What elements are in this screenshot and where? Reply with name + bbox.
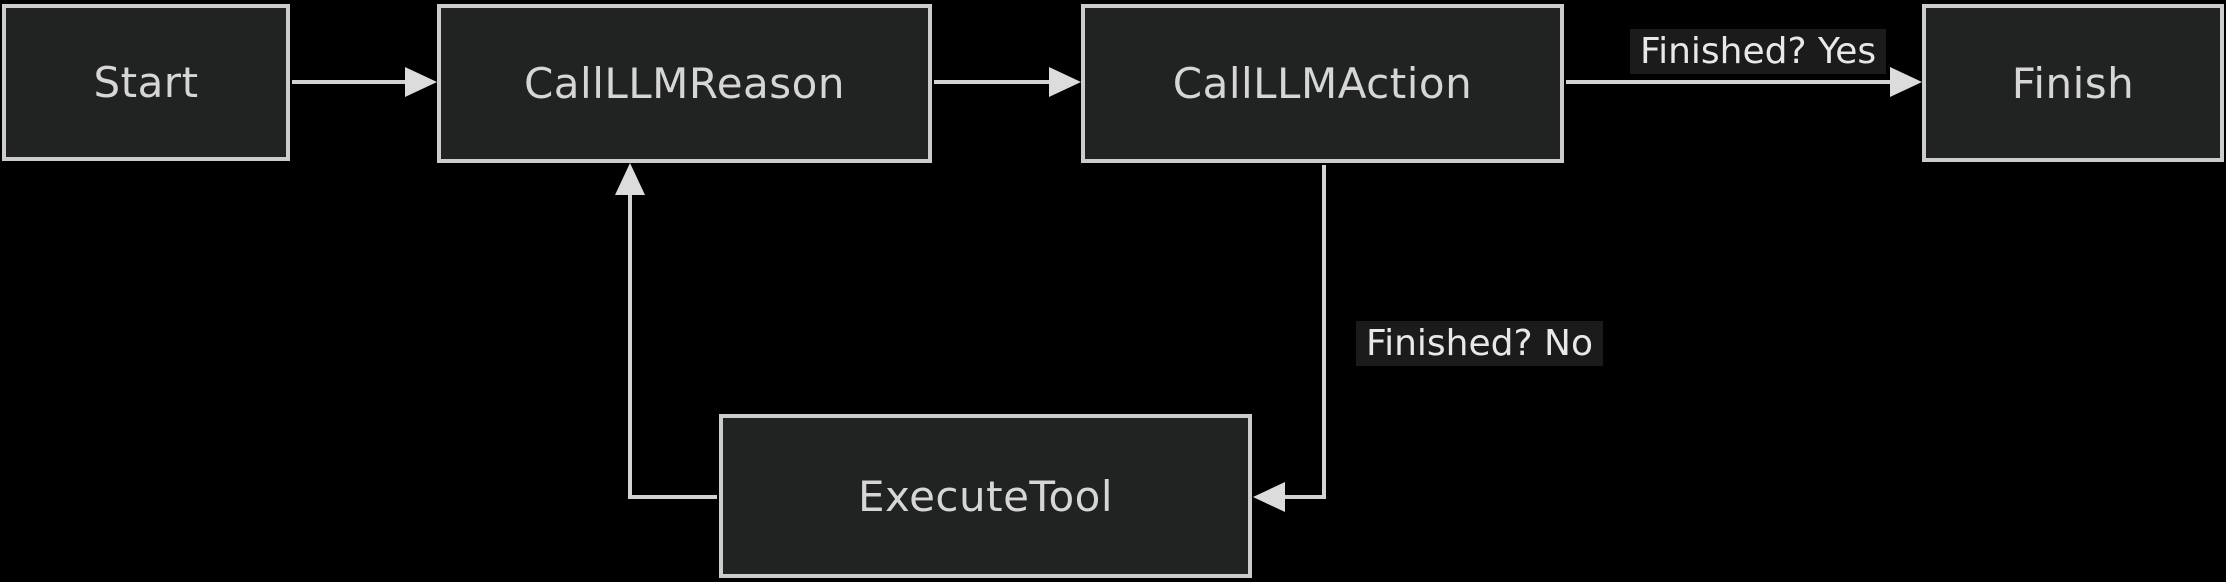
node-call-llm-action-label: CallLLMAction bbox=[1172, 59, 1473, 108]
node-start-label: Start bbox=[93, 58, 199, 107]
node-finish-label: Finish bbox=[2011, 58, 2135, 108]
edge-executetool-to-callllmreason bbox=[628, 193, 717, 499]
node-execute-tool: ExecuteTool bbox=[719, 414, 1252, 578]
node-call-llm-action: CallLLMAction bbox=[1081, 4, 1564, 163]
arrowhead-right-icon bbox=[1049, 67, 1081, 97]
edge-callllmaction-to-executetool bbox=[1283, 165, 1326, 499]
node-call-llm-reason-label: CallLLMReason bbox=[523, 59, 845, 108]
arrowhead-right-icon bbox=[405, 67, 437, 97]
arrowhead-left-icon bbox=[1253, 482, 1285, 512]
node-execute-tool-label: ExecuteTool bbox=[857, 471, 1114, 521]
edge-label-finished-no: Finished? No bbox=[1356, 321, 1603, 367]
edge-label-finished-yes: Finished? Yes bbox=[1630, 29, 1887, 75]
arrowhead-right-icon bbox=[1890, 67, 1922, 97]
node-start: Start bbox=[2, 4, 290, 161]
node-finish: Finish bbox=[1922, 4, 2224, 162]
node-call-llm-reason: CallLLMReason bbox=[437, 4, 932, 163]
arrowhead-up-icon bbox=[615, 163, 645, 195]
